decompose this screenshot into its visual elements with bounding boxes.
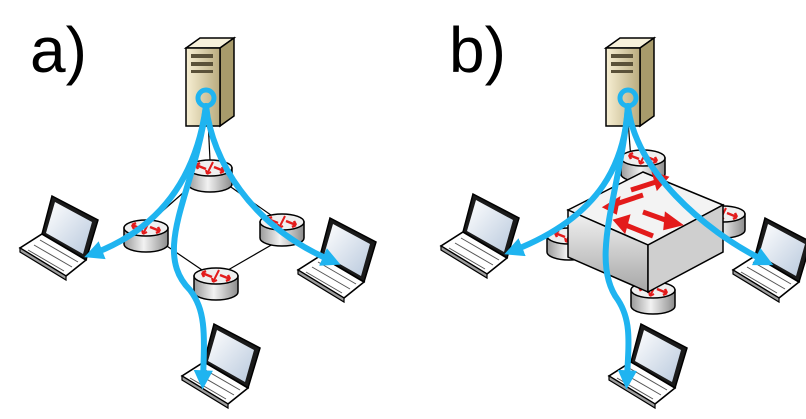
laptop-icon xyxy=(297,217,377,303)
laptop-icon xyxy=(181,323,261,409)
flow-arrow xyxy=(602,103,637,390)
laptop-icon xyxy=(608,323,688,409)
laptop-icon xyxy=(19,195,99,281)
flow-arrow xyxy=(625,103,774,266)
data-flow-arrows xyxy=(84,87,341,390)
panel-label-a: a) xyxy=(30,14,87,86)
panel-b: b) xyxy=(403,0,806,419)
panel-a: a) xyxy=(19,14,377,409)
flow-arrow xyxy=(171,103,213,390)
data-flow-arrows xyxy=(504,87,774,390)
panel-label-b: b) xyxy=(449,14,506,86)
switch-icon xyxy=(566,171,725,294)
server-icon xyxy=(185,37,235,127)
laptop-icon xyxy=(440,193,520,279)
router-ring-diagram xyxy=(19,37,377,409)
switch-diagram xyxy=(440,37,806,409)
router-icon xyxy=(192,266,240,302)
flow-arrow xyxy=(203,103,341,266)
